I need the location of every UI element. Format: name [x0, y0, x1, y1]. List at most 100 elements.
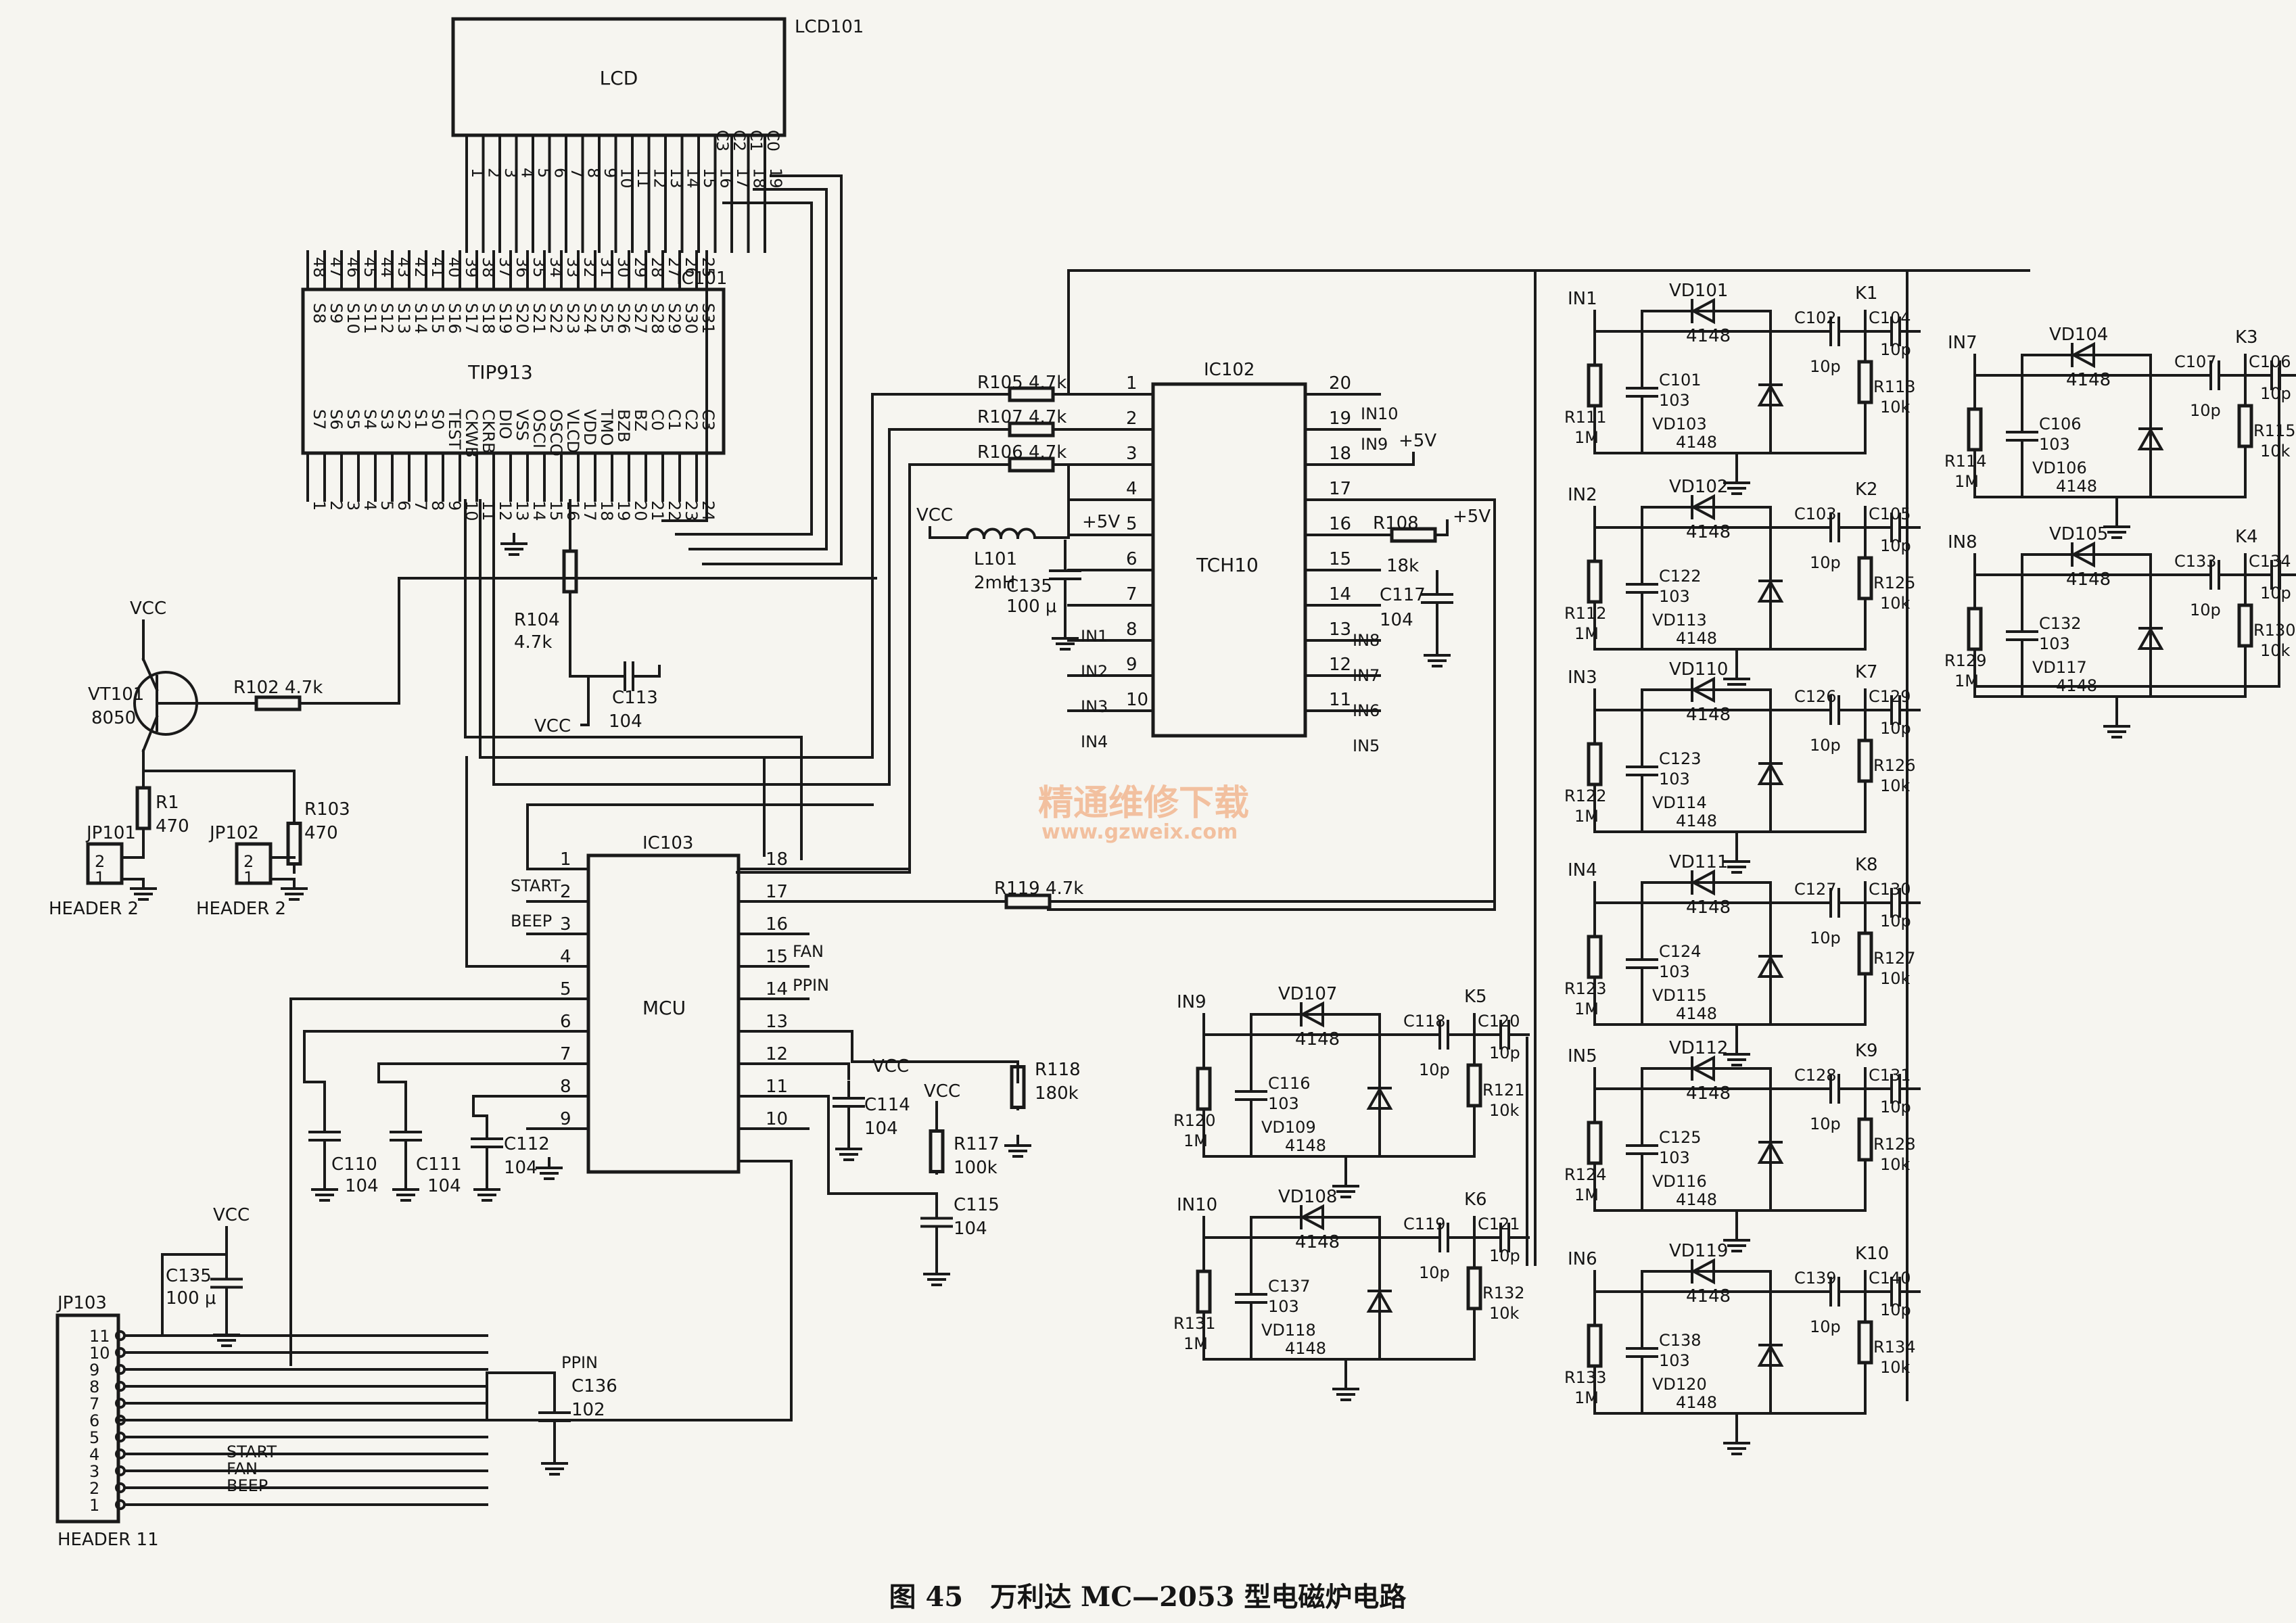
lcd-pin-number: 3	[501, 168, 520, 178]
cap-ref: C140	[1869, 1269, 1911, 1288]
resistor-ref: R131	[1173, 1314, 1215, 1333]
jp103-pin-number: 8	[89, 1378, 99, 1396]
lcd-pin-number: 5	[534, 168, 553, 178]
ic102-net: IN7	[1353, 666, 1380, 685]
ic101-bottom-pin-name: TEST	[445, 408, 464, 450]
diode-symbol	[1690, 298, 1715, 325]
ic101-top-pin-name: S16	[445, 303, 464, 334]
channel-wire	[2021, 553, 2051, 576]
cap-value: 10p	[1810, 553, 1841, 572]
resistor-symbol	[1466, 1063, 1482, 1108]
lcd-pin-number: 8	[584, 168, 603, 178]
cap-ref: C129	[1869, 687, 1911, 706]
resistor-symbol	[1587, 1121, 1603, 1165]
diode-type: 4148	[1676, 629, 1717, 648]
jp103-label: HEADER 11	[57, 1530, 159, 1550]
cap-ref: C107	[2174, 352, 2217, 371]
resistor-symbol	[1587, 363, 1603, 408]
c117-label: C117	[1380, 585, 1426, 605]
cap-ref: C134	[2249, 552, 2291, 571]
ic101-top-pin-number: 33	[563, 257, 582, 278]
channel-wire	[1593, 310, 1772, 333]
r1-value: 470	[156, 816, 189, 837]
cap-value: 10p	[1880, 1098, 1911, 1116]
r108-label: R108	[1373, 513, 1419, 534]
bus-wire	[675, 202, 813, 536]
cap-ref: C127	[1794, 880, 1837, 899]
diode-type: 4148	[1676, 1190, 1717, 1209]
channel-wire	[1593, 1010, 1772, 1026]
resistor-symbol	[1196, 1269, 1212, 1314]
cap-ref: C133	[2174, 552, 2217, 571]
jp101-ref: JP101	[85, 823, 136, 843]
jp101-pin: 1	[95, 868, 105, 887]
mcu-start-label: START	[511, 876, 561, 895]
diode-symbol	[2137, 626, 2164, 650]
diode-type: 4148	[2066, 569, 2111, 590]
lcd-pin-number: 14	[684, 168, 703, 189]
ic101-top-pin-name: S9	[327, 303, 346, 324]
ic103-right-pin-number: 11	[766, 1077, 788, 1097]
cap-value: 103	[1659, 587, 1690, 606]
cap-ref: C121	[1478, 1215, 1520, 1233]
ic102-left-pin-number: 7	[1126, 584, 1138, 605]
channel-wire	[1593, 1270, 1772, 1293]
l101-value: 2mH	[974, 573, 1015, 593]
wire	[464, 499, 803, 860]
ic101-bottom-pin-number: 10	[462, 500, 481, 521]
resistor-ref: R112	[1564, 604, 1606, 623]
diode-type: 4148	[1295, 1232, 1340, 1252]
ic102-left-pin-number: 1	[1126, 373, 1138, 394]
ic101-bottom-pin-name: BZ	[631, 409, 650, 431]
lcd-pin-number: 10	[617, 168, 636, 189]
jp103-header	[55, 1313, 120, 1524]
channel-wire	[1593, 688, 1772, 711]
channel-k-label: K4	[2235, 527, 2258, 547]
resistor-symbol	[1857, 738, 1873, 783]
diode-symbol	[1757, 1343, 1784, 1367]
diode-symbol	[1299, 1204, 1324, 1231]
c135b-label: C135	[166, 1266, 212, 1286]
diode-type: 4148	[1285, 1339, 1326, 1358]
diode-type: 4148	[1686, 705, 1731, 725]
lcd-ref: LCD101	[795, 17, 864, 37]
resistor-value: 10k	[1880, 594, 1911, 613]
p5v-label: +5V	[1082, 512, 1120, 532]
diode-symbol	[2070, 342, 2095, 369]
lcd-pin-number: 1	[468, 168, 487, 178]
resistor-ref: R132	[1482, 1284, 1524, 1302]
channel-k-label: K1	[1855, 283, 1878, 304]
channel-wire	[1593, 1398, 1772, 1415]
lcd-pin-number: 11	[634, 168, 653, 189]
wire	[526, 803, 874, 870]
ic101-top-pin-name: S28	[648, 303, 667, 334]
jp103-start-label: START	[227, 1442, 277, 1461]
cap-ref: C103	[1794, 504, 1837, 523]
diode-symbol	[1757, 383, 1784, 406]
diode-type: 4148	[2056, 477, 2097, 496]
r118-label: R118	[1035, 1060, 1081, 1080]
wire	[763, 393, 995, 759]
ic102-left-pin-number: 9	[1126, 655, 1138, 675]
ic101-top-pin-number: 27	[665, 257, 684, 278]
diode-symbol	[1757, 579, 1784, 603]
wire	[1067, 269, 1537, 396]
cap-value: 103	[2039, 435, 2070, 454]
ic101-bottom-pin-number: 12	[496, 500, 515, 521]
ic101-top-pin-number: 32	[580, 257, 599, 278]
ic101-bottom-pin-name: VDD	[580, 409, 599, 445]
resistor-symbol	[1857, 360, 1873, 404]
resistor-ref: R114	[1944, 452, 1986, 471]
jp102-pin: 2	[243, 852, 254, 871]
channel-wire	[1641, 506, 1670, 529]
ic102-input-net: IN1	[1081, 627, 1108, 646]
channel-wire	[1202, 1344, 1381, 1361]
ic101-chip	[301, 287, 726, 455]
diode-type: 4148	[2066, 370, 2111, 390]
diode-ref: VD114	[1652, 793, 1707, 812]
ic101-bottom-pin-number: 20	[631, 500, 650, 521]
diode-symbol	[1690, 1258, 1715, 1285]
diode-ref: VD118	[1261, 1321, 1316, 1340]
ic101-bottom-pin-number: 14	[530, 500, 548, 521]
diode-symbol	[1366, 1289, 1393, 1313]
